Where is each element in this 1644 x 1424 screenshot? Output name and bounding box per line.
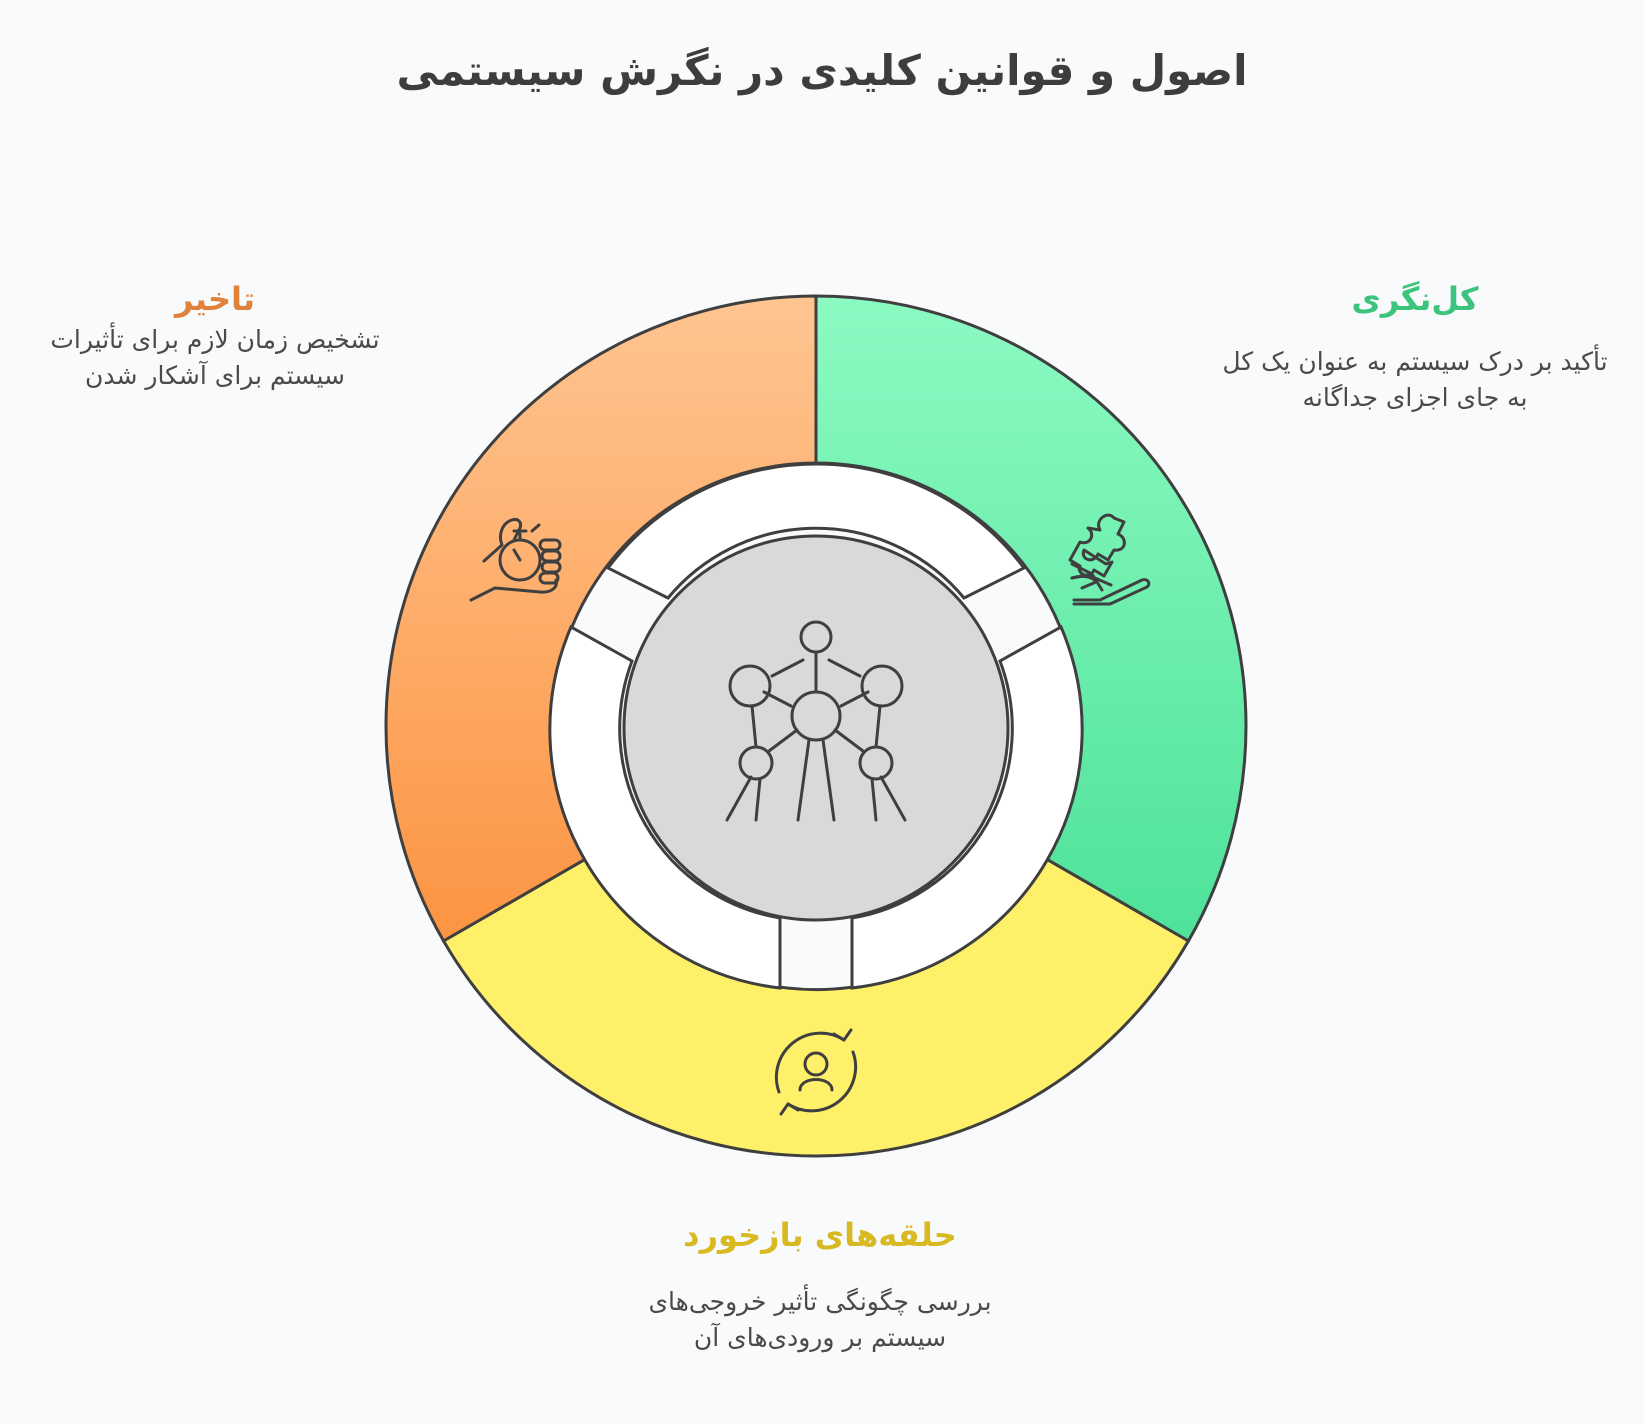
person-cycle-icon [774,1028,858,1116]
segment-holism [814,294,1248,944]
atomium-network-icon [725,620,907,822]
inner-arc-right [850,624,1084,990]
inner-arc-left [548,624,782,990]
holism-description: تأکید بر درک سیستم به عنوان یک کل به جای… [1222,347,1608,412]
segment-delay [384,294,818,944]
hand-stopwatch-icon [469,518,562,602]
page-title: اصول و قوانین کلیدی در نگرش سیستمی [396,46,1248,95]
delay-description: تشخیص زمان لازم برای تأثیرات سیستم برای … [50,325,380,390]
center-circle [622,534,1010,922]
feedback-description: بررسی چگونگی تأثیر خروجی‌های سیستم بر ور… [648,1287,992,1352]
feedback-heading: حلقه‌های بازخورد [683,1216,957,1254]
label-delay: تاخیر تشخیص زمان لازم برای تأثیرات سیستم… [40,280,390,394]
holism-heading: کل‌نگری [1351,280,1479,318]
inner-arc-top [605,462,1027,600]
hand-puzzle-icon [1068,513,1151,606]
label-holism: کل‌نگری تأکید بر درک سیستم به عنوان یک ک… [1220,280,1610,416]
delay-heading: تاخیر [174,280,256,318]
label-feedback: حلقه‌های بازخورد بررسی چگونگی تأثیر خروج… [640,1216,1000,1356]
